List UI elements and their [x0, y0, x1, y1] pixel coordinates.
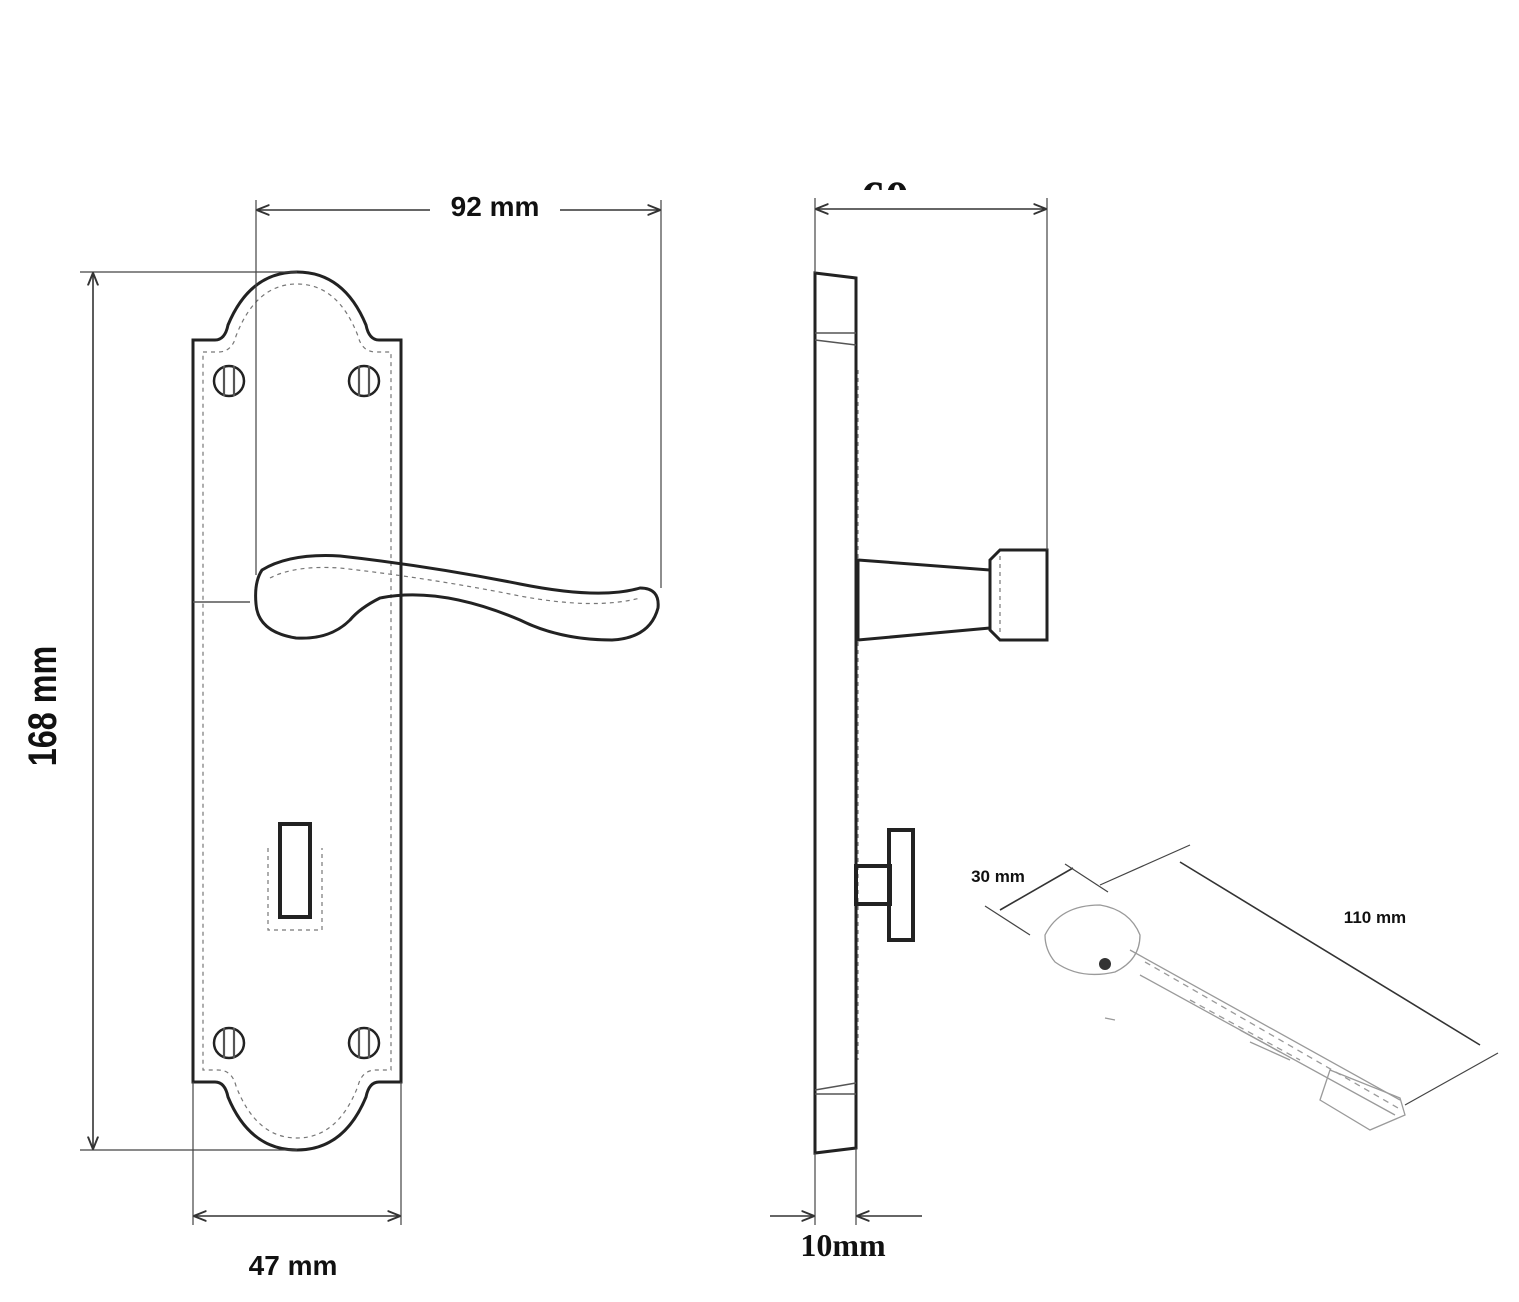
screw-bottom-right-icon: [347, 1026, 381, 1060]
dim-line-110: [1179, 861, 1481, 1046]
keyhole-slot: [278, 822, 312, 919]
screw-top-right-icon: [347, 364, 381, 398]
dim-line-30: [999, 867, 1074, 911]
key-view: 30 mm 110 mm: [971, 844, 1499, 1131]
backplate-inner-edge: [202, 283, 392, 1139]
label-10-mm: 10mm: [800, 1227, 886, 1263]
keyhole-escutcheon: [267, 848, 323, 931]
key-bow-hole: [1099, 958, 1111, 970]
label-168-mm: 168 mm: [20, 646, 65, 767]
key-shaft-detail: [1144, 961, 1399, 1109]
lever-inner-line: [269, 566, 641, 605]
side-view: 60mm 10mm: [770, 172, 1049, 1263]
screw-top-left-icon: [212, 364, 246, 398]
screw-bottom-left-icon: [212, 1026, 246, 1060]
lever-handle: [254, 554, 660, 642]
front-view: 92 mm 168 mm 47 mm: [20, 186, 662, 1281]
key-shaft: [1129, 949, 1401, 1116]
side-plate-outline: [813, 271, 858, 1155]
side-lever-neck: [856, 558, 992, 642]
side-key-head: [887, 828, 915, 942]
label-60-mm-cutoff: 60mm: [861, 172, 989, 225]
side-lever-grip: [988, 548, 1049, 642]
backplate-outline: [191, 270, 403, 1152]
label-110-mm: 110 mm: [1344, 908, 1406, 927]
label-30-mm: 30 mm: [971, 867, 1025, 886]
label-92-mm: 92 mm: [451, 191, 540, 222]
key-bow: [1044, 904, 1141, 976]
key-bit: [1319, 1069, 1406, 1131]
label-47-mm: 47 mm: [249, 1250, 338, 1281]
side-key-stem: [854, 864, 892, 906]
